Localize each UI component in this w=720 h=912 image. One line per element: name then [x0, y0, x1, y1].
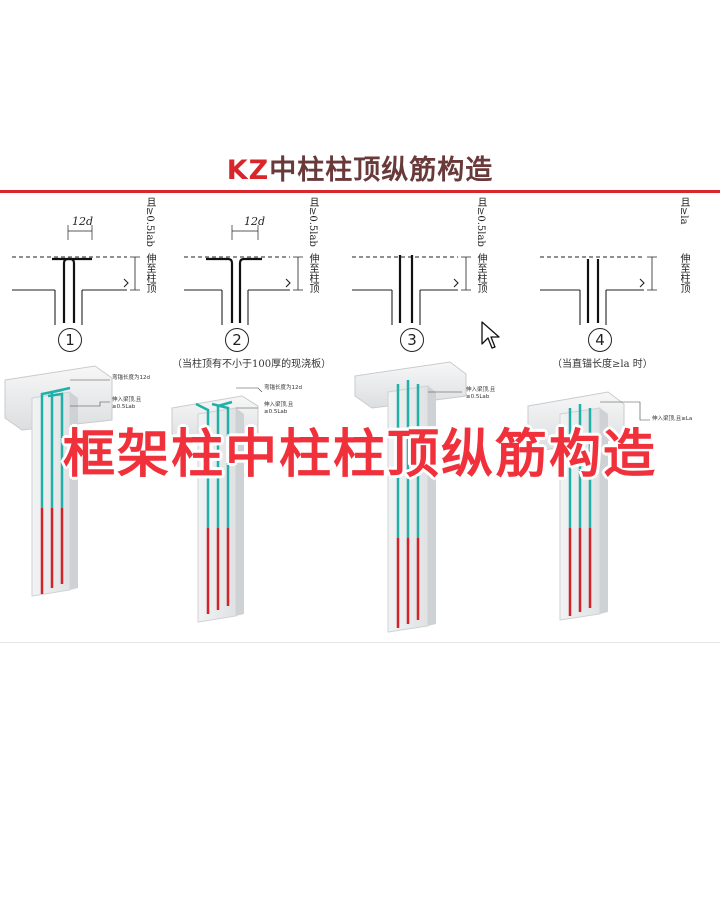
render-label-6-text: 伸入梁顶,且≥La [652, 416, 693, 422]
rendering-4 [527, 391, 625, 621]
rendering-1 [4, 365, 113, 597]
render-label-2: 伸入梁顶,且≥0.5Lab [112, 397, 141, 411]
detail-1-label-upper: 且≥0.5lab [144, 197, 155, 247]
detail-1-drawing [12, 225, 140, 325]
detail-4-label-upper: 且≥la [678, 197, 689, 225]
rebar-3d-svg [4, 361, 650, 633]
render-label-5-line2: ≥0.5Lab [466, 394, 490, 400]
detail-2-label-upper: 且≥0.5lab [307, 197, 318, 247]
detail-3-label-lower: 伸至柱顶 [475, 253, 486, 293]
rendering-2 [171, 395, 259, 623]
render-label-5: 伸入梁顶,且≥0.5Lab [466, 387, 495, 401]
render-label-3-text: 弯锚长度为12d [264, 385, 302, 391]
overlay-caption: 框架柱中柱柱顶纵筋构造 [62, 425, 657, 485]
detail-2-note: （当柱顶有不小于100厚的现浇板） [172, 359, 332, 370]
detail-2-dim-12d: 12d [244, 215, 266, 228]
detail-2-number: 2 [225, 328, 249, 352]
detail-1-dim-12d: 12d [72, 215, 94, 228]
detail-4-label-lower: 伸至柱顶 [678, 253, 689, 293]
detail-3: 且≥0.5lab 伸至柱顶 3 [348, 195, 526, 370]
render-label-3: 弯锚长度为12d [264, 385, 302, 392]
title-main: 中柱柱顶纵筋构造 [269, 155, 494, 186]
render-label-4-line2: ≥0.5Lab [264, 409, 288, 415]
detail-2: 12d 且≥0.5lab 伸至柱顶 2 （当柱顶有不小于100厚的现浇板） [172, 195, 356, 370]
render-label-1: 弯锚长度为12d [112, 375, 150, 382]
render-label-4: 伸入梁顶,且≥0.5Lab [264, 402, 293, 416]
detail-2-label-lower: 伸至柱顶 [307, 253, 318, 293]
detail-4-note: （当直锚长度≥la 时） [552, 359, 653, 370]
bottom-divider [0, 642, 720, 643]
rendering-3 [354, 361, 467, 633]
render-label-2-line1: 伸入梁顶,且 [112, 397, 142, 403]
render-label-2-line2: ≥0.5Lab [112, 404, 136, 410]
render-label-4-line1: 伸入梁顶,且 [264, 402, 294, 408]
mouse-cursor-icon [481, 321, 500, 349]
detail-1: 12d 且≥0.5lab 伸至柱顶 1 [12, 195, 190, 370]
render-label-5-line1: 伸入梁顶,且 [466, 387, 496, 393]
render-label-1-text: 弯锚长度为12d [112, 375, 150, 381]
detail-2-drawing [184, 225, 303, 325]
detail-1-label-lower: 伸至柱顶 [144, 253, 155, 293]
rebar-3d-renderings: 弯锚长度为12d 伸入梁顶,且≥0.5Lab 弯锚长度为12d 伸入梁顶,且≥0… [0, 358, 720, 643]
detail-4-number: 4 [588, 328, 612, 352]
title-rule [0, 190, 720, 193]
detail-1-number: 1 [58, 328, 82, 352]
detail-3-drawing [352, 255, 471, 325]
detail-4: 且≥la 伸至柱顶 4 （当直锚长度≥la 时） [536, 195, 714, 370]
page-title: KZ中柱柱顶纵筋构造 [0, 148, 720, 187]
detail-4-drawing [540, 256, 657, 325]
detail-3-number: 3 [400, 328, 424, 352]
detail-3-label-upper: 且≥0.5lab [475, 197, 486, 247]
render-label-6: 伸入梁顶,且≥La [652, 416, 692, 423]
title-prefix: KZ [226, 155, 270, 186]
